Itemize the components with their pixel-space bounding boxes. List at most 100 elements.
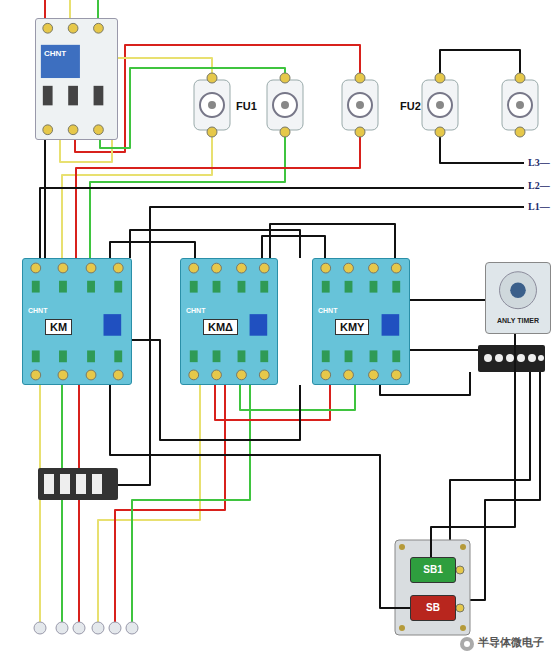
path-shape — [130, 230, 300, 258]
screw — [237, 263, 247, 273]
terminal — [190, 350, 198, 362]
path-shape — [78, 385, 80, 622]
terminal — [260, 350, 268, 362]
breaker-handle — [43, 86, 53, 106]
rect-shape — [38, 468, 118, 500]
node-text: KMY — [335, 319, 369, 335]
circle-shape — [506, 354, 514, 362]
screw — [31, 263, 41, 273]
node-text: CHNT — [44, 49, 66, 58]
path-shape — [450, 372, 530, 540]
terminal — [87, 350, 95, 362]
fuse-holder — [502, 80, 538, 130]
path-shape — [115, 207, 524, 485]
fuse-cap — [356, 101, 364, 109]
fuse-cap — [208, 101, 216, 109]
circle-shape — [109, 622, 121, 634]
fuse-cap — [348, 93, 372, 117]
part-label: FU1 — [236, 100, 257, 112]
circle-shape — [460, 637, 474, 651]
timer-base — [478, 345, 545, 372]
wire-connector — [410, 300, 485, 301]
path-shape — [40, 188, 524, 258]
terminal — [345, 350, 353, 362]
screw — [259, 370, 269, 380]
path-shape — [440, 50, 520, 76]
node-art — [23, 259, 131, 384]
screw — [43, 125, 53, 135]
wire-connector — [45, 140, 46, 258]
circle-shape — [538, 355, 544, 361]
indicator — [104, 314, 122, 336]
wire — [262, 236, 325, 258]
node-text: ANLY TIMER — [486, 317, 550, 324]
wire — [410, 299, 485, 301]
node-art — [36, 19, 117, 139]
contactor: CHNTKMΔ — [180, 258, 278, 385]
screw — [68, 125, 78, 135]
wire-connector — [262, 236, 325, 258]
phase-label: L2— — [528, 180, 550, 191]
path-shape — [62, 130, 212, 258]
phase-label: L3— — [528, 157, 550, 168]
contactor: CHNT KMY — [312, 258, 410, 385]
terminal — [59, 281, 67, 293]
output-terminals — [34, 622, 138, 634]
circle-shape — [399, 544, 405, 550]
terminal — [87, 281, 95, 293]
circle-shape — [456, 566, 464, 574]
rect-shape — [60, 474, 70, 494]
screw — [189, 370, 199, 380]
path-shape — [61, 385, 63, 622]
node-text: CHNT — [28, 307, 47, 314]
wire-connector — [110, 385, 410, 608]
node-text: CHNT — [318, 307, 337, 314]
screw — [237, 370, 247, 380]
terminal — [213, 281, 221, 293]
screw — [94, 23, 104, 33]
node-text: SB — [411, 602, 455, 613]
fuse-cap — [200, 93, 224, 117]
nameplate — [41, 45, 80, 78]
fuse-cap — [428, 93, 452, 117]
fuse-holder — [194, 80, 230, 130]
fuse-holder — [422, 80, 458, 130]
fuse-holder — [267, 80, 303, 130]
rect-shape — [478, 345, 545, 372]
node-text: KM — [45, 319, 72, 335]
fuse-holder — [342, 80, 378, 130]
terminal — [370, 281, 378, 293]
terminal — [238, 350, 246, 362]
path-shape — [39, 385, 41, 622]
terminal — [392, 350, 400, 362]
circle-shape — [528, 354, 536, 362]
fuse-cap — [281, 101, 289, 109]
screw — [355, 73, 365, 83]
timer-knob — [510, 282, 526, 298]
push-button: SB — [410, 595, 456, 621]
screw — [212, 370, 222, 380]
circle-shape — [460, 625, 466, 631]
terminal — [322, 281, 330, 293]
path-shape — [100, 68, 285, 148]
fuse-cap — [436, 101, 444, 109]
circle-shape — [456, 604, 464, 612]
terminal — [190, 281, 198, 293]
screw — [86, 370, 96, 380]
part-label: FU2 — [400, 100, 421, 112]
fuse-cap — [508, 93, 532, 117]
fuse-holders — [194, 73, 538, 137]
screw — [515, 127, 525, 137]
circle-shape — [399, 625, 405, 631]
rect-shape — [76, 474, 86, 494]
path-shape — [90, 130, 285, 258]
circle-shape — [464, 641, 470, 647]
screw — [31, 370, 41, 380]
circle-shape — [517, 354, 525, 362]
terminal — [32, 350, 40, 362]
node-text: KMΔ — [203, 319, 238, 335]
terminal — [213, 350, 221, 362]
terminal — [114, 350, 122, 362]
screw — [391, 370, 401, 380]
circle-shape — [484, 354, 492, 362]
